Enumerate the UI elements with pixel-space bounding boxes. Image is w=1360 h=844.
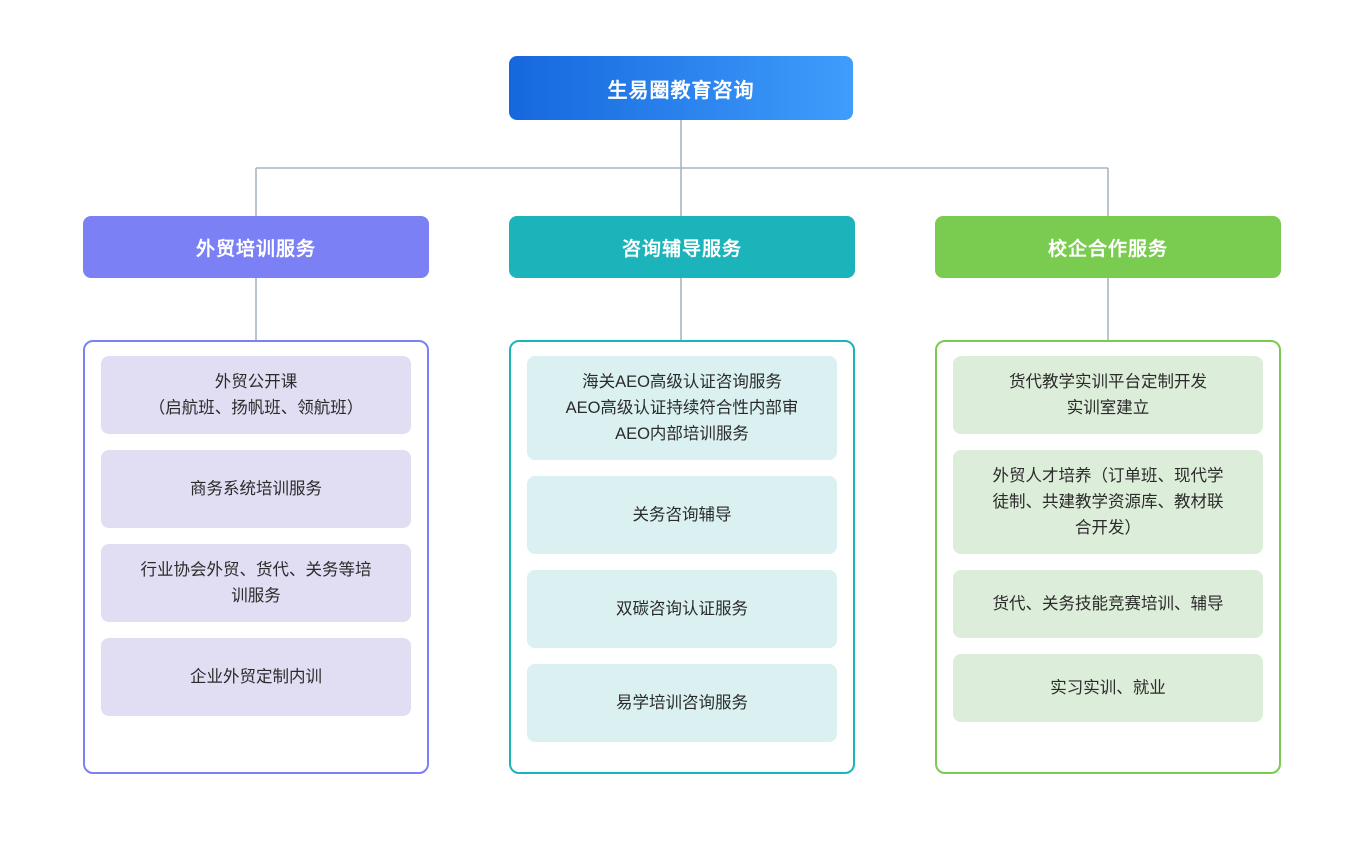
leaf-item[interactable]: 外贸人才培养（订单班、现代学 徒制、共建教学资源库、教材联 合开发） bbox=[953, 450, 1263, 554]
branch-header-3[interactable]: 校企合作服务 bbox=[935, 216, 1281, 278]
branch-column-1: 外贸培训服务 外贸公开课 （启航班、扬帆班、领航班） 商务系统培训服务 行业协会… bbox=[83, 216, 429, 774]
branch-column-2: 咨询辅导服务 海关AEO高级认证咨询服务 AEO高级认证持续符合性内部审 AEO… bbox=[509, 216, 855, 774]
leaf-item[interactable]: 外贸公开课 （启航班、扬帆班、领航班） bbox=[101, 356, 411, 434]
branch-panel-3: 货代教学实训平台定制开发 实训室建立 外贸人才培养（订单班、现代学 徒制、共建教… bbox=[935, 340, 1281, 774]
leaf-item[interactable]: 行业协会外贸、货代、关务等培 训服务 bbox=[101, 544, 411, 622]
branch-header-1[interactable]: 外贸培训服务 bbox=[83, 216, 429, 278]
branch-panel-1: 外贸公开课 （启航班、扬帆班、领航班） 商务系统培训服务 行业协会外贸、货代、关… bbox=[83, 340, 429, 774]
leaf-item[interactable]: 关务咨询辅导 bbox=[527, 476, 837, 554]
leaf-item[interactable]: 海关AEO高级认证咨询服务 AEO高级认证持续符合性内部审 AEO内部培训服务 bbox=[527, 356, 837, 460]
root-node-label: 生易圈教育咨询 bbox=[607, 79, 755, 102]
branch-header-2[interactable]: 咨询辅导服务 bbox=[509, 216, 855, 278]
leaf-item[interactable]: 商务系统培训服务 bbox=[101, 450, 411, 528]
leaf-item[interactable]: 易学培训咨询服务 bbox=[527, 664, 837, 742]
branch-header-1-label: 外贸培训服务 bbox=[195, 238, 316, 260]
branch-header-2-label: 咨询辅导服务 bbox=[621, 238, 742, 260]
root-node[interactable]: 生易圈教育咨询 bbox=[509, 56, 853, 120]
branch-header-3-label: 校企合作服务 bbox=[1047, 238, 1168, 260]
leaf-item[interactable]: 企业外贸定制内训 bbox=[101, 638, 411, 716]
branch-panel-2: 海关AEO高级认证咨询服务 AEO高级认证持续符合性内部审 AEO内部培训服务 … bbox=[509, 340, 855, 774]
branch-column-3: 校企合作服务 货代教学实训平台定制开发 实训室建立 外贸人才培养（订单班、现代学… bbox=[935, 216, 1281, 774]
leaf-item[interactable]: 双碳咨询认证服务 bbox=[527, 570, 837, 648]
leaf-item[interactable]: 货代、关务技能竞赛培训、辅导 bbox=[953, 570, 1263, 638]
leaf-item[interactable]: 货代教学实训平台定制开发 实训室建立 bbox=[953, 356, 1263, 434]
leaf-item[interactable]: 实习实训、就业 bbox=[953, 654, 1263, 722]
